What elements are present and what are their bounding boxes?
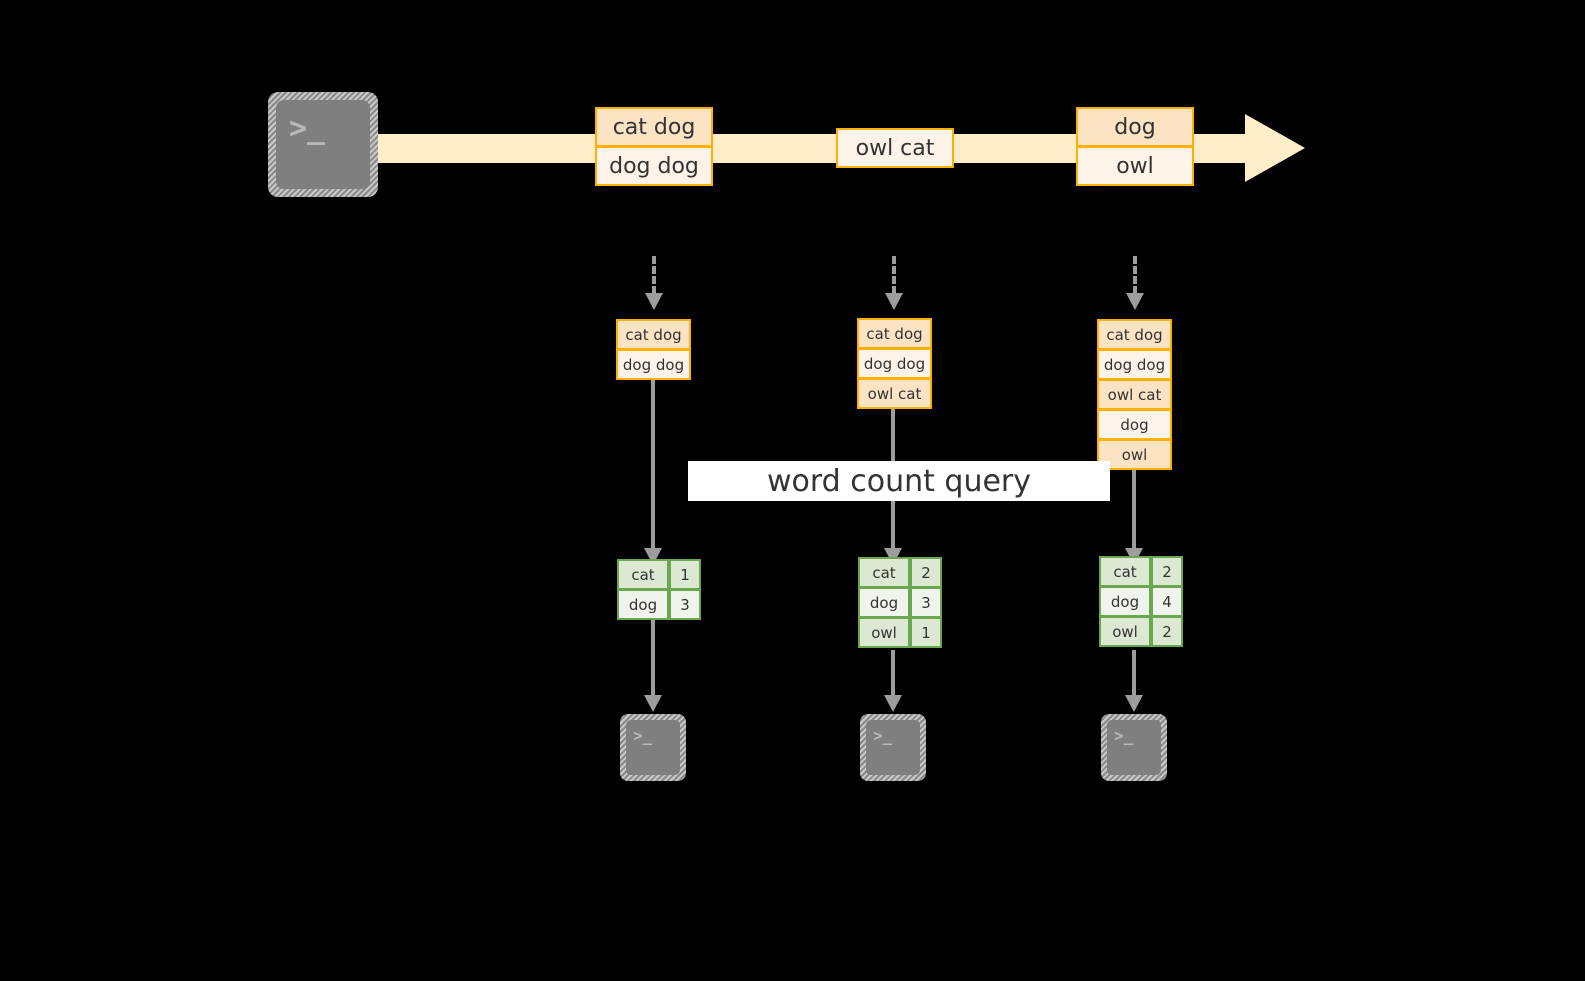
result-word: owl: [858, 617, 910, 648]
terminal-prompt-glyph: >_: [873, 726, 893, 745]
sink-connector-1: [651, 620, 655, 698]
sink-connector-3: [1132, 650, 1136, 698]
terminal-prompt-glyph: >_: [1114, 726, 1134, 745]
snapshot-row: dog: [1097, 409, 1172, 440]
snapshot-row: dog dog: [616, 349, 691, 380]
arrowhead: [884, 695, 902, 712]
table-row: cat 2: [858, 557, 942, 588]
stream-record-line: dog: [1076, 107, 1194, 147]
table-row: owl 1: [858, 617, 942, 648]
stream-arrowhead: [1245, 114, 1305, 182]
result-word: cat: [858, 557, 910, 588]
source-terminal-icon[interactable]: >_: [268, 92, 378, 197]
result-count: 2: [910, 557, 942, 588]
terminal-prompt-glyph: >_: [633, 726, 653, 745]
table-row: dog 3: [858, 587, 942, 618]
arrowhead: [645, 293, 663, 310]
snapshot-row: owl cat: [857, 378, 932, 409]
arrowhead: [1125, 695, 1143, 712]
snapshot-row: cat dog: [616, 319, 691, 350]
stream-record-line: owl cat: [836, 128, 954, 168]
result-count: 3: [669, 589, 701, 620]
result-word: cat: [617, 559, 669, 590]
table-row: owl 2: [1099, 616, 1183, 647]
query-connector-1: [651, 380, 655, 552]
sink-connector-2: [891, 650, 895, 698]
dashed-connector-3: [1133, 256, 1137, 294]
arrowhead: [885, 293, 903, 310]
result-count: 1: [669, 559, 701, 590]
result-count: 4: [1151, 586, 1183, 617]
result-count: 2: [1151, 616, 1183, 647]
arrowhead: [644, 695, 662, 712]
query-label-text: word count query: [766, 463, 1032, 499]
sink-terminal-icon-3[interactable]: >_: [1101, 714, 1167, 781]
arrowhead: [1126, 293, 1144, 310]
table-row: dog 4: [1099, 586, 1183, 617]
dashed-connector-1: [652, 256, 656, 294]
query-connector-3: [1132, 470, 1136, 552]
result-word: dog: [617, 589, 669, 620]
result-word: dog: [858, 587, 910, 618]
result-count: 1: [910, 617, 942, 648]
terminal-screen: >_: [276, 100, 370, 189]
terminal-prompt-glyph: >_: [289, 111, 326, 146]
stream-record-line: owl: [1076, 146, 1194, 186]
dashed-connector-2: [892, 256, 896, 294]
terminal-screen: >_: [626, 720, 680, 775]
table-row: cat 2: [1099, 556, 1183, 587]
table-row: cat 1: [617, 559, 701, 590]
result-word: cat: [1099, 556, 1151, 587]
result-count: 2: [1151, 556, 1183, 587]
query-label-band: word count query: [688, 461, 1110, 501]
snapshot-row: dog dog: [1097, 349, 1172, 380]
result-word: dog: [1099, 586, 1151, 617]
snapshot-row: owl cat: [1097, 379, 1172, 410]
terminal-screen: >_: [866, 720, 920, 775]
terminal-screen: >_: [1107, 720, 1161, 775]
sink-terminal-icon-2[interactable]: >_: [860, 714, 926, 781]
sink-terminal-icon-1[interactable]: >_: [620, 714, 686, 781]
snapshot-row: cat dog: [857, 318, 932, 349]
snapshot-row: dog dog: [857, 348, 932, 379]
snapshot-row: cat dog: [1097, 319, 1172, 350]
result-count: 3: [910, 587, 942, 618]
stream-record-line: cat dog: [595, 107, 713, 147]
stream-record-line: dog dog: [595, 146, 713, 186]
table-row: dog 3: [617, 589, 701, 620]
result-word: owl: [1099, 616, 1151, 647]
